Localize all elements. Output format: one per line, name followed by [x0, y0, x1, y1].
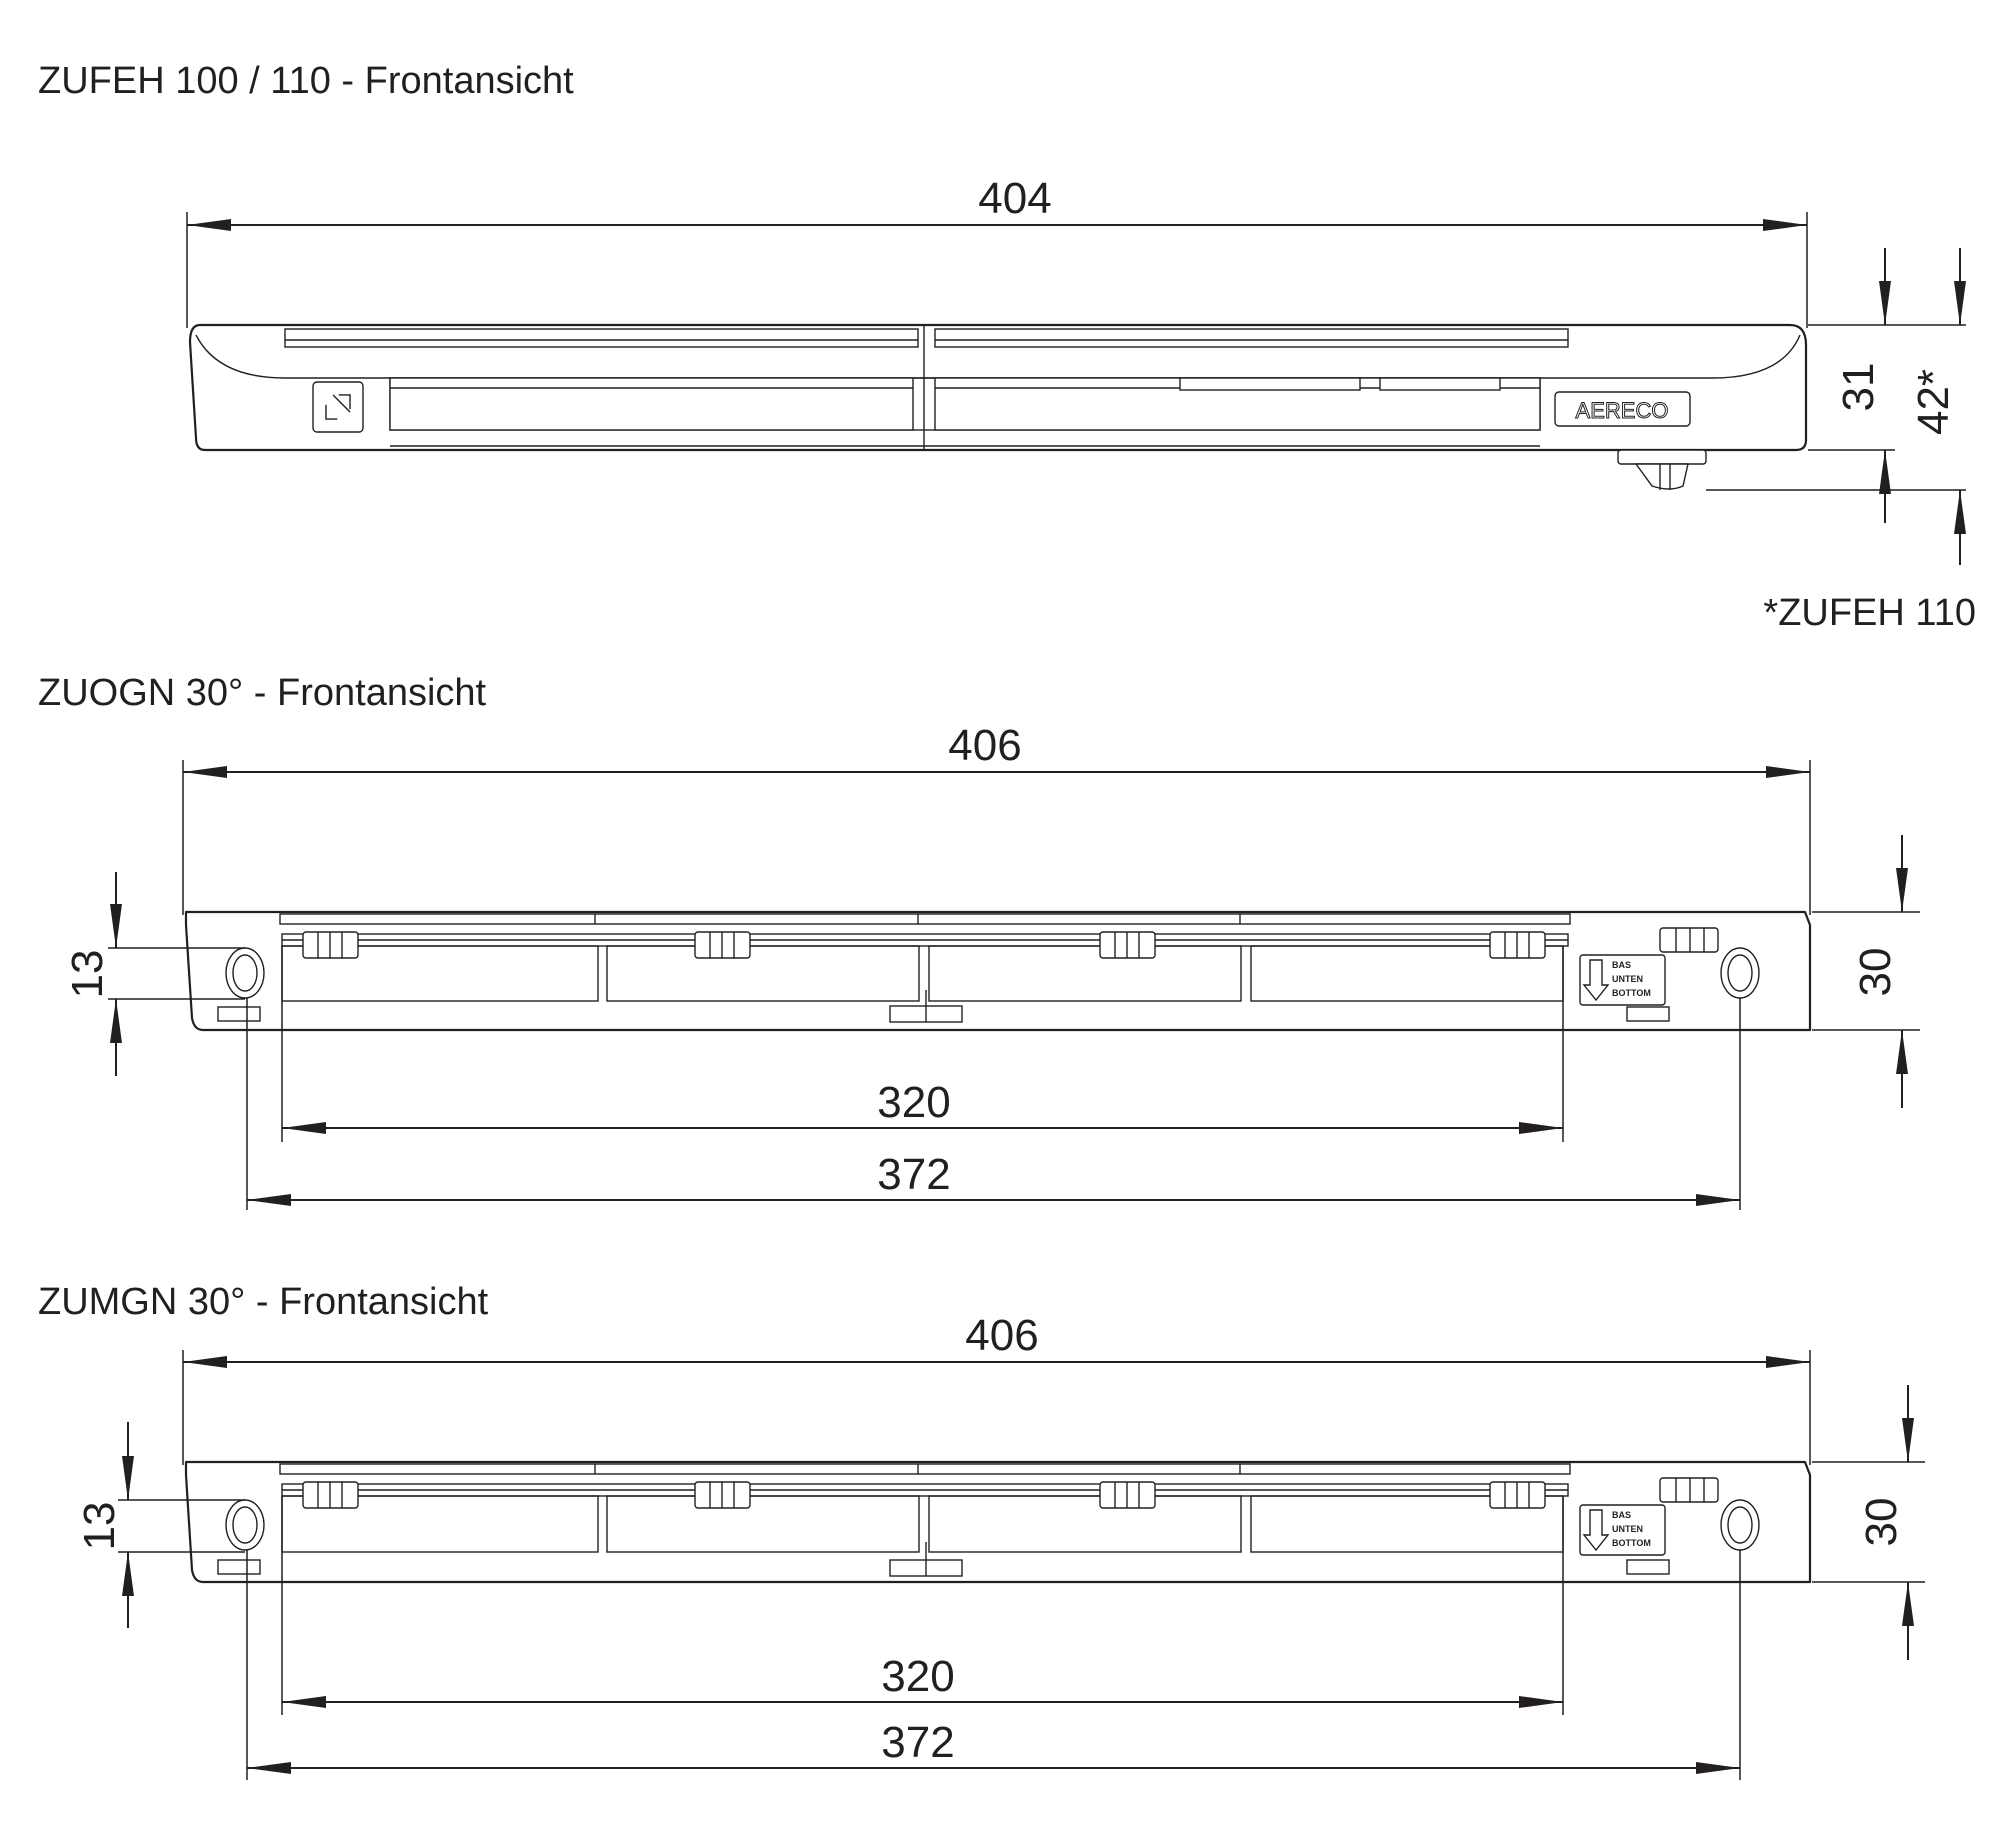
hole-height-dimension: 13	[63, 872, 245, 1076]
down-arrow-icon	[1582, 959, 1610, 1002]
width-dimension: 404	[186, 174, 1808, 328]
footnote: *ZUFEH 110	[1763, 592, 1976, 634]
clips	[302, 927, 1719, 959]
horizontal-dimensions: 320 372	[246, 946, 1741, 1210]
vent-unit-zumgn: BAS UNTEN BOTTOM	[184, 1460, 1812, 1584]
dimension-label-hole-height: 13	[63, 950, 112, 999]
height-dimension: 30	[1812, 835, 1920, 1108]
dimension-label-width: 406	[948, 721, 1021, 770]
hole-height-dimension: 13	[75, 1422, 245, 1628]
badge-text: AERECO	[1576, 398, 1669, 423]
dimension-label-height: 31	[1834, 363, 1883, 412]
view-title: ZUOGN 30° - Frontansicht	[38, 672, 487, 714]
vent-unit-zufeh: AERECO	[188, 323, 1808, 490]
dimension-label-inner: 320	[881, 1652, 954, 1701]
label-line-3: BOTTOM	[1612, 988, 1651, 998]
horizontal-dimensions: 320 372	[246, 1496, 1741, 1780]
view-zumgn: ZUMGN 30° - Frontansicht 406	[38, 1281, 1925, 1780]
aereco-badge	[1554, 391, 1691, 427]
dimension-label-width: 406	[965, 1311, 1038, 1360]
label-line-2: UNTEN	[1612, 1524, 1643, 1534]
label-line-1: BAS	[1612, 1510, 1631, 1520]
label-line-3: BOTTOM	[1612, 1538, 1651, 1548]
label-line-2: UNTEN	[1612, 974, 1643, 984]
label-line-1: BAS	[1612, 960, 1631, 970]
down-arrow-icon	[1582, 1509, 1610, 1552]
dimension-label-height: 30	[1857, 1498, 1906, 1547]
dimension-label-hole-spacing: 372	[877, 1150, 950, 1199]
dimension-label-height-alt: 42*	[1909, 369, 1958, 435]
height-dimension: 30	[1812, 1385, 1925, 1660]
aereco-logo-icon	[312, 381, 364, 433]
height-dimensions: 31 42*	[1706, 248, 1966, 565]
dimension-label-width: 404	[978, 174, 1051, 223]
vent-unit-zuogn: BAS UNTEN BOTTOM	[184, 910, 1812, 1032]
dimension-label-inner: 320	[877, 1078, 950, 1127]
dimension-label-height: 30	[1851, 948, 1900, 997]
view-zufeh: ZUFEH 100 / 110 - Frontansicht 404	[38, 60, 1976, 634]
width-dimension: 406	[182, 1311, 1811, 1465]
view-zuogn: ZUOGN 30° - Frontansicht 406	[38, 672, 1920, 1210]
orientation-label: BAS UNTEN BOTTOM	[1579, 954, 1666, 1006]
width-dimension: 406	[182, 721, 1811, 915]
dimension-label-hole-spacing: 372	[881, 1718, 954, 1767]
adjuster-knob	[1617, 449, 1707, 490]
orientation-label: BAS UNTEN BOTTOM	[1579, 1504, 1666, 1556]
view-title: ZUMGN 30° - Frontansicht	[38, 1281, 489, 1323]
view-title: ZUFEH 100 / 110 - Frontansicht	[38, 60, 574, 102]
clips	[302, 1477, 1719, 1509]
dimension-label-hole-height: 13	[75, 1502, 124, 1551]
